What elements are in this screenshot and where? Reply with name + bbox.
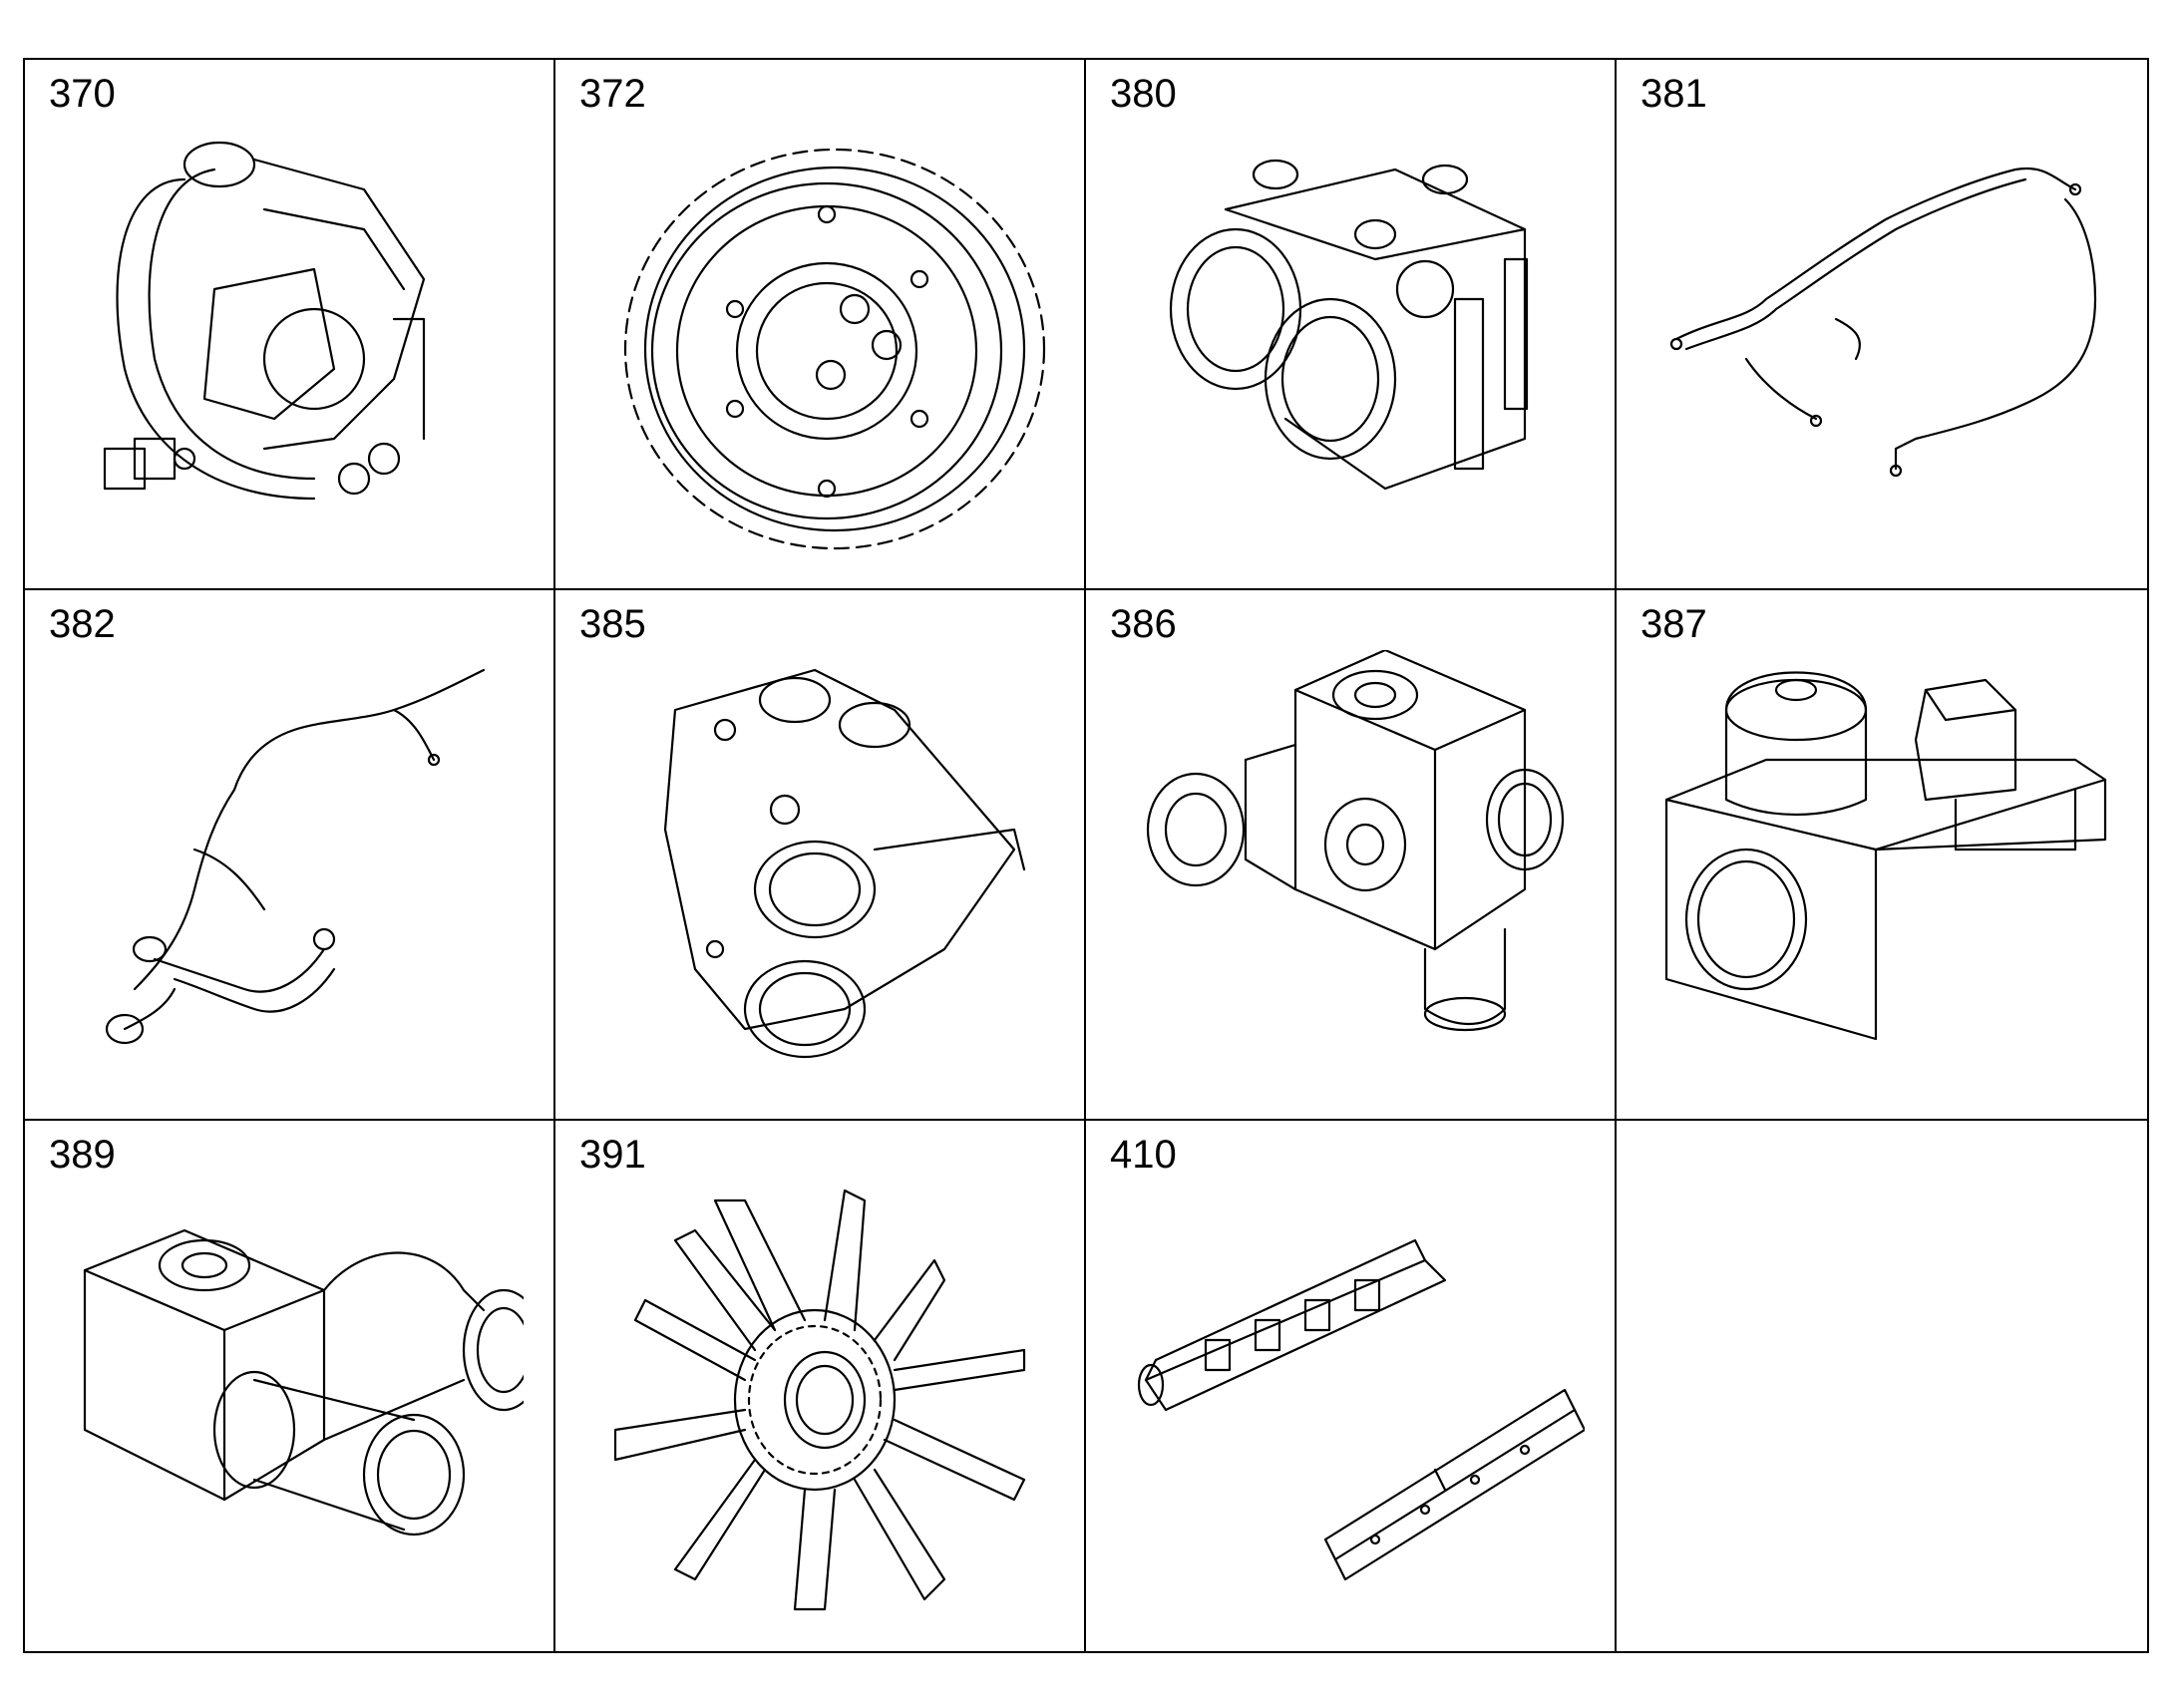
part-cell-380[interactable]: 380 bbox=[1086, 60, 1617, 590]
part-number: 386 bbox=[1110, 602, 1177, 646]
parts-grid: 370 372 bbox=[23, 58, 2149, 1653]
part-cell-381[interactable]: 381 bbox=[1617, 60, 2147, 590]
turbocharger-icon bbox=[65, 120, 524, 558]
valve-block-cap-icon bbox=[1656, 650, 2115, 1089]
hose-harness-icon bbox=[65, 650, 524, 1089]
part-cell-372[interactable]: 372 bbox=[555, 60, 1086, 590]
valve-block-icon bbox=[1126, 648, 1585, 1089]
part-cell-387[interactable]: 387 bbox=[1617, 590, 2147, 1121]
part-number: 385 bbox=[579, 602, 646, 646]
part-number: 387 bbox=[1640, 602, 1707, 646]
part-number: 410 bbox=[1110, 1133, 1177, 1177]
rocker-rail-icon bbox=[1126, 1181, 1587, 1619]
part-number: 381 bbox=[1640, 72, 1707, 116]
part-number: 382 bbox=[49, 602, 116, 646]
part-cell-386[interactable]: 386 bbox=[1086, 590, 1617, 1121]
part-cell-370[interactable]: 370 bbox=[25, 60, 555, 590]
part-number: 370 bbox=[49, 72, 116, 116]
part-number: 391 bbox=[579, 1133, 646, 1177]
part-cell-389[interactable]: 389 bbox=[25, 1121, 555, 1651]
part-number: 389 bbox=[49, 1133, 116, 1177]
empty-cell bbox=[1617, 1121, 2147, 1651]
part-number: 380 bbox=[1110, 72, 1177, 116]
part-number: 372 bbox=[579, 72, 646, 116]
elbow-fitting-icon bbox=[65, 1181, 545, 1619]
housing-icon bbox=[1126, 120, 1585, 558]
part-cell-385[interactable]: 385 bbox=[555, 590, 1086, 1121]
part-cell-382[interactable]: 382 bbox=[25, 590, 555, 1121]
thermostat-housing-icon bbox=[595, 650, 1054, 1089]
part-cell-391[interactable]: 391 bbox=[555, 1121, 1086, 1651]
wire-harness-icon bbox=[1656, 120, 2115, 558]
fan-icon bbox=[595, 1181, 1054, 1619]
part-cell-410[interactable]: 410 bbox=[1086, 1121, 1617, 1651]
gear-icon bbox=[595, 120, 1054, 558]
